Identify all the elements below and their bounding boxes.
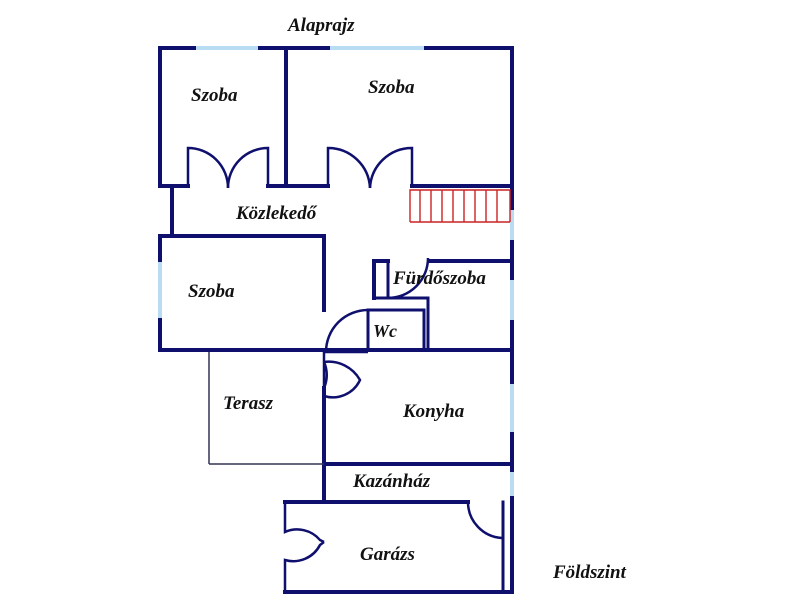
room-label-szoba-2: Szoba: [368, 77, 415, 98]
room-label-terasz: Terasz: [223, 393, 274, 414]
terrace-outline: [208, 352, 324, 465]
room-label-garazs: Garázs: [360, 544, 415, 565]
room-label-wc: Wc: [373, 321, 397, 341]
room-label-furdoszoba: Fürdőszoba: [392, 268, 486, 289]
walls: [158, 46, 514, 594]
room-label-szoba-1: Szoba: [191, 85, 238, 106]
room-label-kozlekedo: Közlekedő: [235, 203, 318, 224]
windows: [158, 46, 514, 496]
doors: [186, 146, 504, 592]
room-label-kazanhaz: Kazánház: [352, 471, 431, 492]
stairs: [409, 189, 511, 223]
room-label-konyha: Konyha: [402, 401, 465, 422]
level-label: Földszint: [552, 562, 627, 583]
room-labels: Szoba Szoba Közlekedő Szoba Fürdőszoba W…: [188, 77, 486, 565]
room-label-szoba-3: Szoba: [188, 281, 235, 302]
plan-title: Alaprajz: [287, 15, 355, 36]
